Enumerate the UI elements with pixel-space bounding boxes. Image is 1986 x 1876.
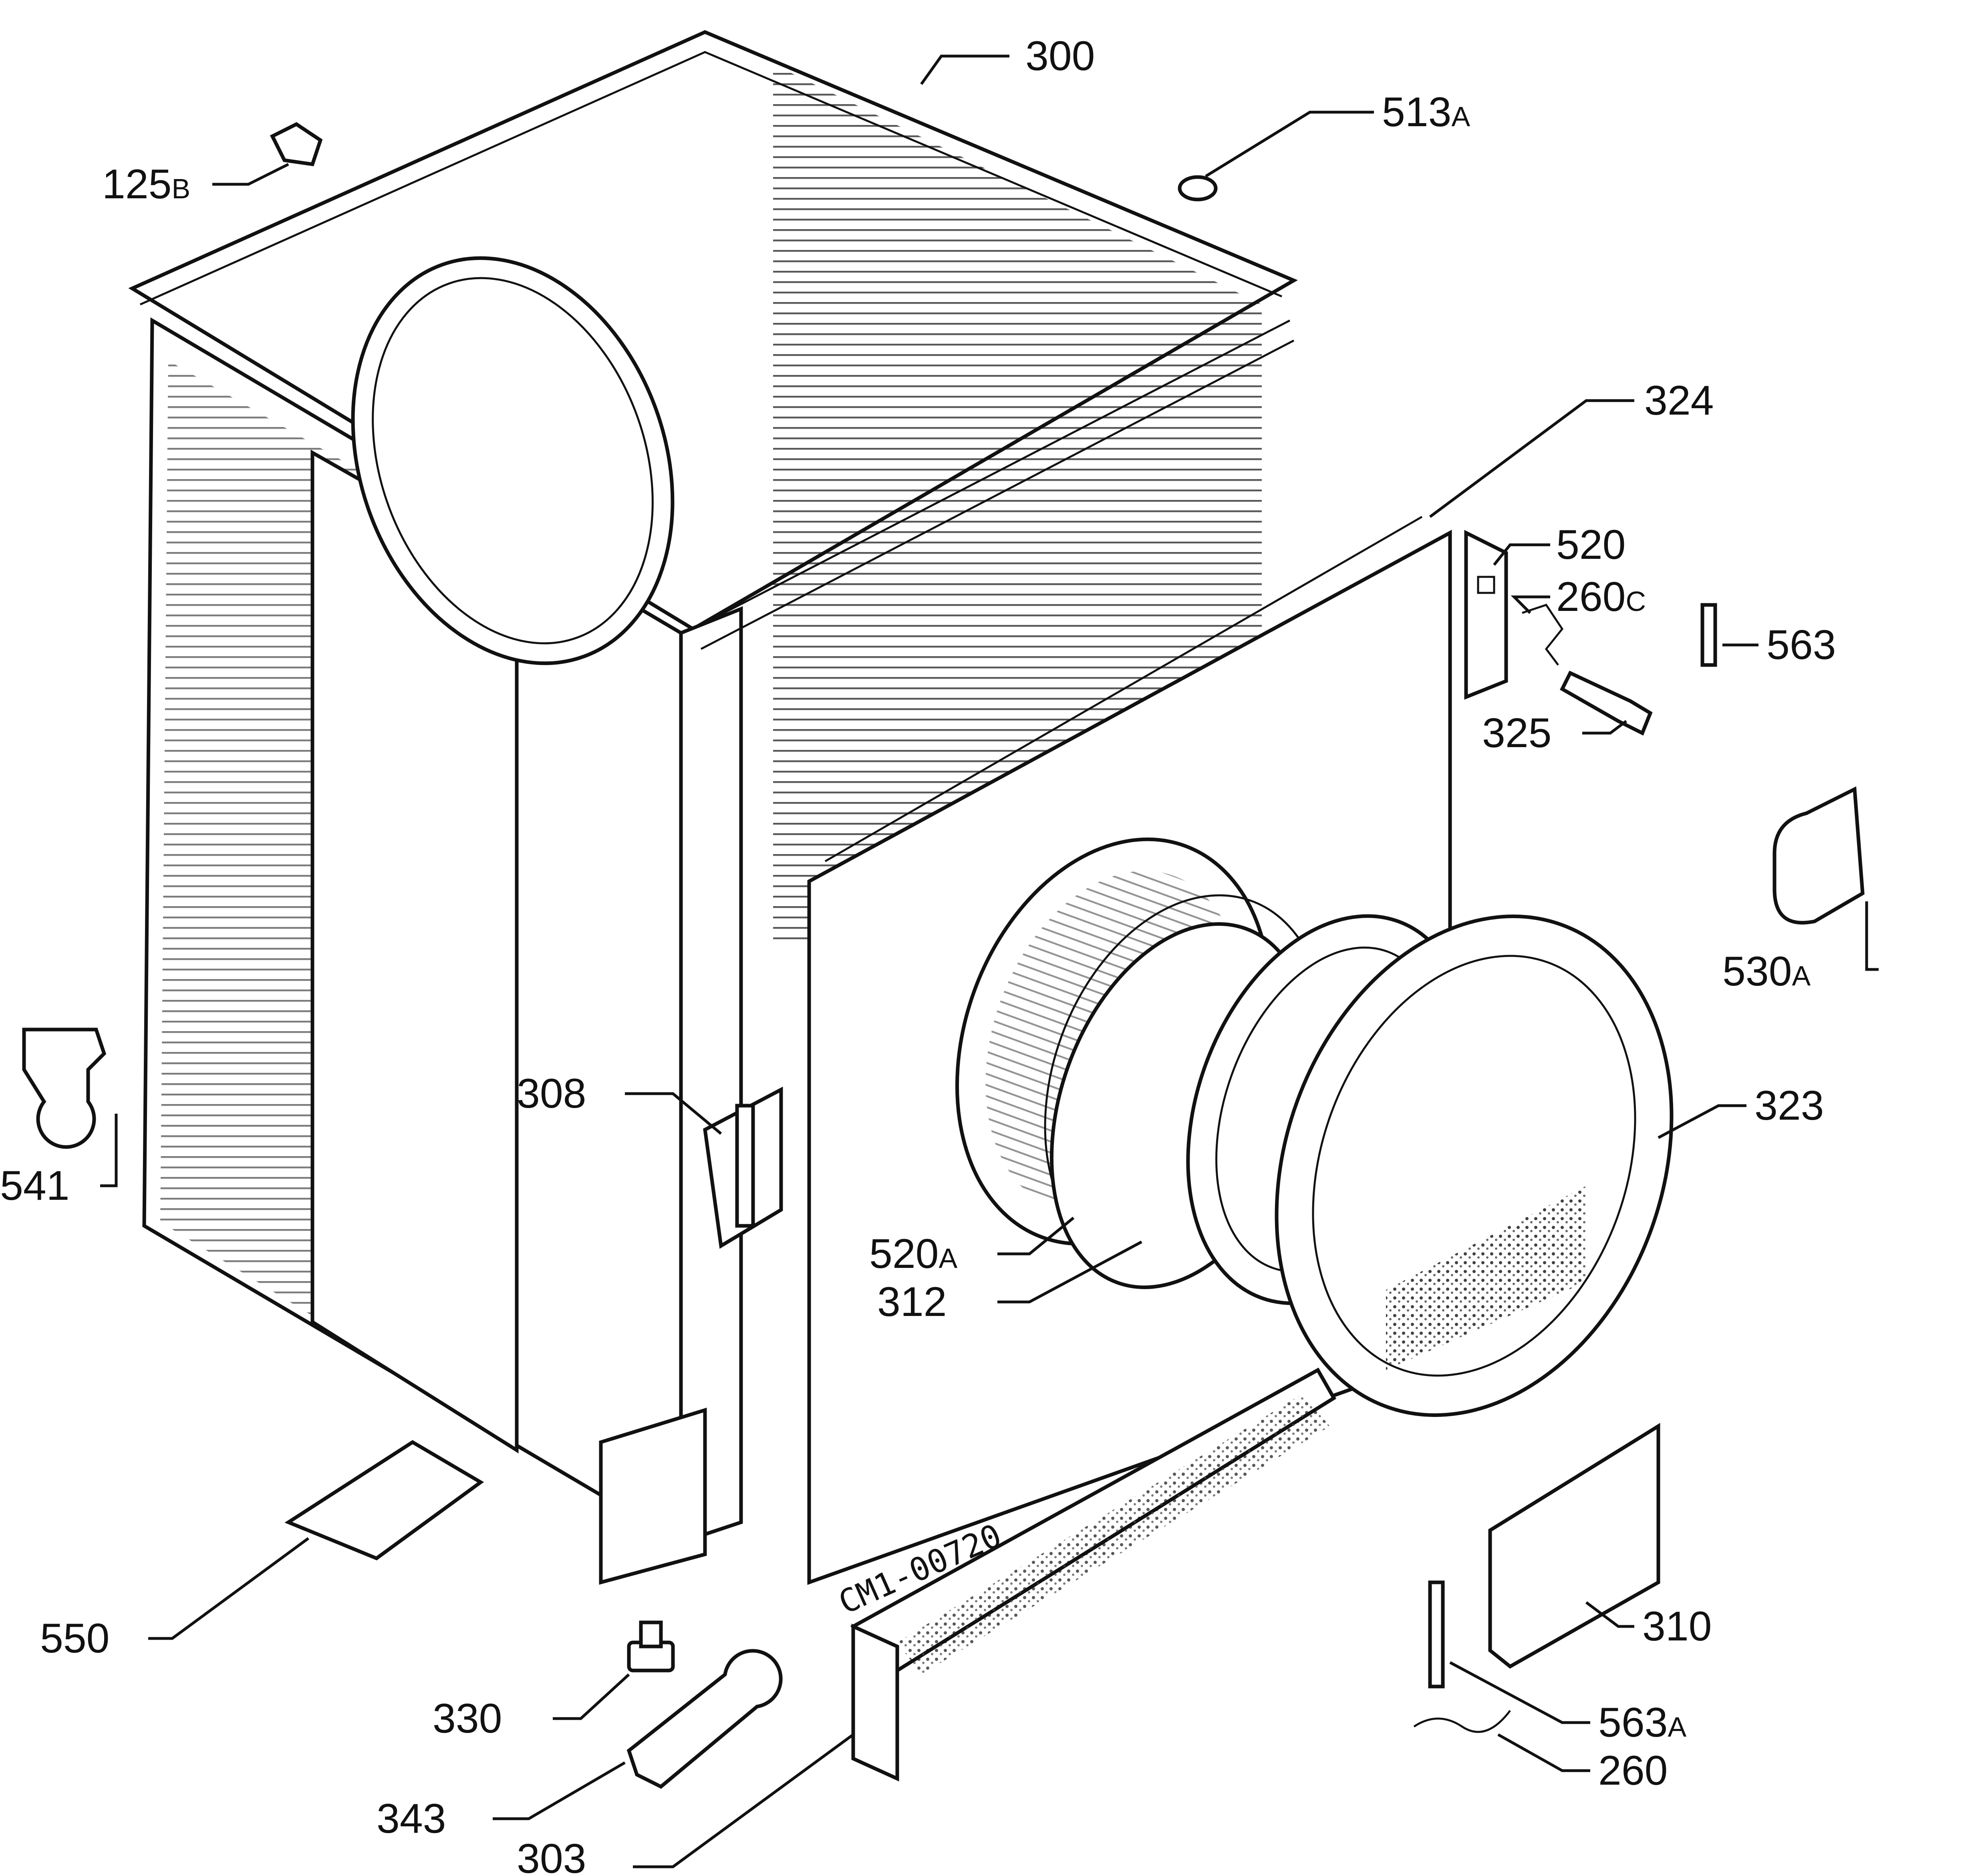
part-563-pin: [1700, 603, 1717, 667]
label-312: 312: [877, 1279, 947, 1325]
door-assembly: [1275, 914, 1674, 1417]
label-541: 541: [0, 1163, 70, 1209]
part-541-valve: [22, 1028, 107, 1149]
part-530a-cover: [1772, 786, 1865, 925]
part-520-latch-plate: [1464, 530, 1508, 700]
base-tray: [284, 1440, 484, 1561]
label-513a: 513A: [1382, 89, 1470, 135]
label-563: 563: [1766, 622, 1836, 668]
service-flap: [1488, 1423, 1660, 1669]
part-513a-foot: [1178, 175, 1218, 202]
part-260-spring: [1413, 1710, 1511, 1733]
label-520a: 520A: [869, 1231, 958, 1277]
leader-lines: [100, 54, 1879, 1868]
label-260: 260: [1598, 1747, 1668, 1794]
label-310: 310: [1642, 1603, 1712, 1650]
label-323: 323: [1754, 1082, 1824, 1129]
part-125b-clip: [270, 122, 323, 166]
cabinet-body: [128, 30, 1298, 1585]
label-530a: 530A: [1722, 948, 1811, 995]
label-563a: 563A: [1598, 1699, 1687, 1746]
label-550: 550: [40, 1615, 110, 1662]
part-330-foot: [627, 1620, 675, 1672]
part-308-hinge: [703, 1086, 783, 1249]
part-563a-rod: [1428, 1580, 1445, 1689]
label-325: 325: [1482, 710, 1552, 756]
label-125b: 125B: [102, 161, 190, 208]
label-520: 520: [1556, 522, 1626, 568]
label-300: 300: [1025, 33, 1095, 79]
plinth-panel: [850, 1367, 1337, 1781]
part-260c-spring: [1522, 604, 1564, 666]
label-303: 303: [517, 1836, 586, 1876]
label-330: 330: [433, 1695, 502, 1742]
label-343: 343: [377, 1795, 446, 1842]
label-324: 324: [1644, 377, 1714, 424]
label-308: 308: [517, 1070, 586, 1117]
label-260c: 260C: [1556, 574, 1646, 620]
part-325-lever: [1560, 671, 1653, 736]
part-343-wrench: [626, 1649, 783, 1789]
part-labels: 300 513A 125B 324 520 260C 563 325 530A …: [0, 33, 1836, 1876]
